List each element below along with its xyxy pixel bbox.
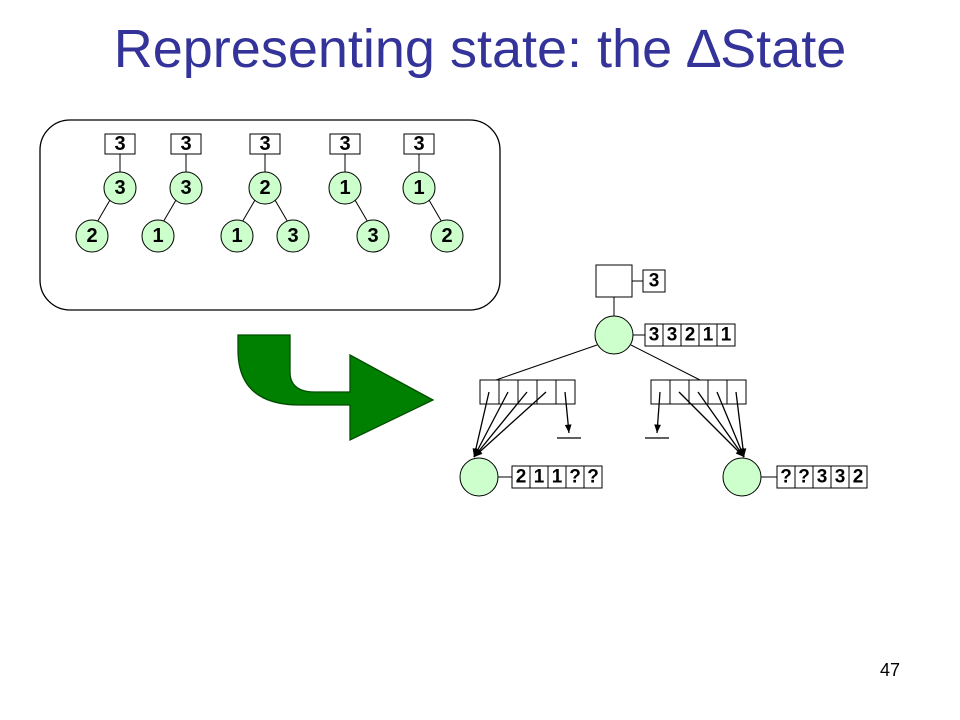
delta-pointer-arrowhead <box>564 424 572 433</box>
tree-edge-left <box>95 199 111 225</box>
delta-left-pointer-array-slot <box>479 379 500 405</box>
tree-1: 3 3 2 <box>75 133 137 253</box>
tree-child-node <box>276 219 310 253</box>
delta-top-square <box>595 264 633 298</box>
delta-pointer-line <box>473 391 547 458</box>
tree-edge-right <box>354 199 370 225</box>
tree-edge-right <box>428 199 444 225</box>
tree-child-value: 1 <box>152 225 163 247</box>
tree-node-value: 3 <box>114 177 125 199</box>
delta-root-values-value: 3 <box>649 325 660 346</box>
delta-left-pointer-array-slot <box>498 379 519 405</box>
delta-root-values-value: 1 <box>721 325 732 346</box>
delta-left-values-value: 1 <box>552 467 563 488</box>
delta-root-values-value: 2 <box>685 325 696 346</box>
tree-node-value: 3 <box>180 177 191 199</box>
delta-right-values-value: ? <box>780 467 792 488</box>
tree-root-value: 3 <box>259 133 270 155</box>
tree-root-box <box>104 133 136 155</box>
tree-node-value: 1 <box>413 177 424 199</box>
tree-node <box>169 171 203 205</box>
tree-node <box>103 171 137 205</box>
slide-title: Representing state: the ∆State <box>113 19 847 79</box>
tree-root-value: 3 <box>339 133 350 155</box>
delta-pointer-line <box>473 391 490 458</box>
tree-root-box <box>403 133 435 155</box>
delta-left-pointer-array <box>479 379 576 405</box>
delta-right-values-value: ? <box>798 467 810 488</box>
delta-left-child-node <box>459 457 499 497</box>
delta-root-values-value: 3 <box>667 325 678 346</box>
tree-node-value: 1 <box>339 177 350 199</box>
delta-right-child-node <box>722 457 762 497</box>
tree-child-node <box>356 219 390 253</box>
tree-node <box>328 171 362 205</box>
delta-top-value-box <box>642 269 666 293</box>
delta-pointer-line <box>716 391 745 458</box>
delta-right-pointer-array-slot <box>650 379 671 405</box>
delta-root-values-value: 1 <box>703 325 714 346</box>
tree-node-value: 2 <box>259 177 270 199</box>
tree-child-value: 3 <box>287 225 298 247</box>
delta-pointer-arrowhead <box>654 424 661 433</box>
tree-root-value: 3 <box>114 133 125 155</box>
tree-edge-left <box>240 199 256 225</box>
delta-left-pointer-array-slot <box>536 379 557 405</box>
tree-2: 3 3 1 <box>141 133 203 253</box>
delta-pointer-line <box>473 391 528 458</box>
tree-5: 3 1 2 <box>402 133 464 253</box>
delta-right-values-cell <box>848 465 868 489</box>
delta-root-node <box>594 315 634 355</box>
tree-edge-right <box>274 199 290 225</box>
delta-edge-left <box>495 344 598 381</box>
tree-root-box <box>249 133 281 155</box>
delta-left-values-value: ? <box>569 467 581 488</box>
delta-right-values-value: 2 <box>853 467 864 488</box>
delta-left-values-cell <box>583 465 603 489</box>
delta-left-values-value: ? <box>587 467 599 488</box>
tree-child-node <box>75 219 109 253</box>
tree-child-value: 2 <box>86 225 97 247</box>
delta-pointer-line <box>735 391 745 458</box>
tree-root-value: 3 <box>180 133 191 155</box>
tree-4: 3 1 3 <box>328 133 390 253</box>
tree-root-box <box>170 133 202 155</box>
tree-root-box <box>329 133 361 155</box>
tree-child-value: 3 <box>367 225 378 247</box>
delta-pointer-arrowhead <box>739 448 747 457</box>
delta-left-values-value: 1 <box>534 467 545 488</box>
trees-group: 3 3 2 3 3 1 3 2 1 3 3 1 3 3 1 2 <box>75 133 464 253</box>
tree-node <box>248 171 282 205</box>
trees-container <box>39 119 501 311</box>
green-curved-arrow <box>237 334 435 442</box>
tree-node <box>402 171 436 205</box>
delta-pointer-line <box>697 391 745 458</box>
delta-right-values-value: 3 <box>835 467 846 488</box>
tree-child-value: 1 <box>231 225 242 247</box>
tree-child-node <box>430 219 464 253</box>
delta-root-values-cell <box>716 323 736 347</box>
delta-edge-right <box>630 344 701 381</box>
tree-3: 3 2 1 3 <box>220 133 310 253</box>
delta-right-values-value: 3 <box>817 467 828 488</box>
delta-top-value: 3 <box>649 271 660 292</box>
tree-child-node <box>141 219 175 253</box>
tree-root-value: 3 <box>413 133 424 155</box>
tree-child-node <box>220 219 254 253</box>
slide-number: 47 <box>879 660 901 680</box>
delta-left-values-value: 2 <box>516 467 527 488</box>
delta-pointer-line <box>473 391 509 458</box>
tree-child-value: 2 <box>441 225 452 247</box>
delta-pointer-arrowhead <box>474 448 483 457</box>
delta-pointer-line <box>678 391 745 458</box>
tree-edge-left <box>161 199 177 225</box>
